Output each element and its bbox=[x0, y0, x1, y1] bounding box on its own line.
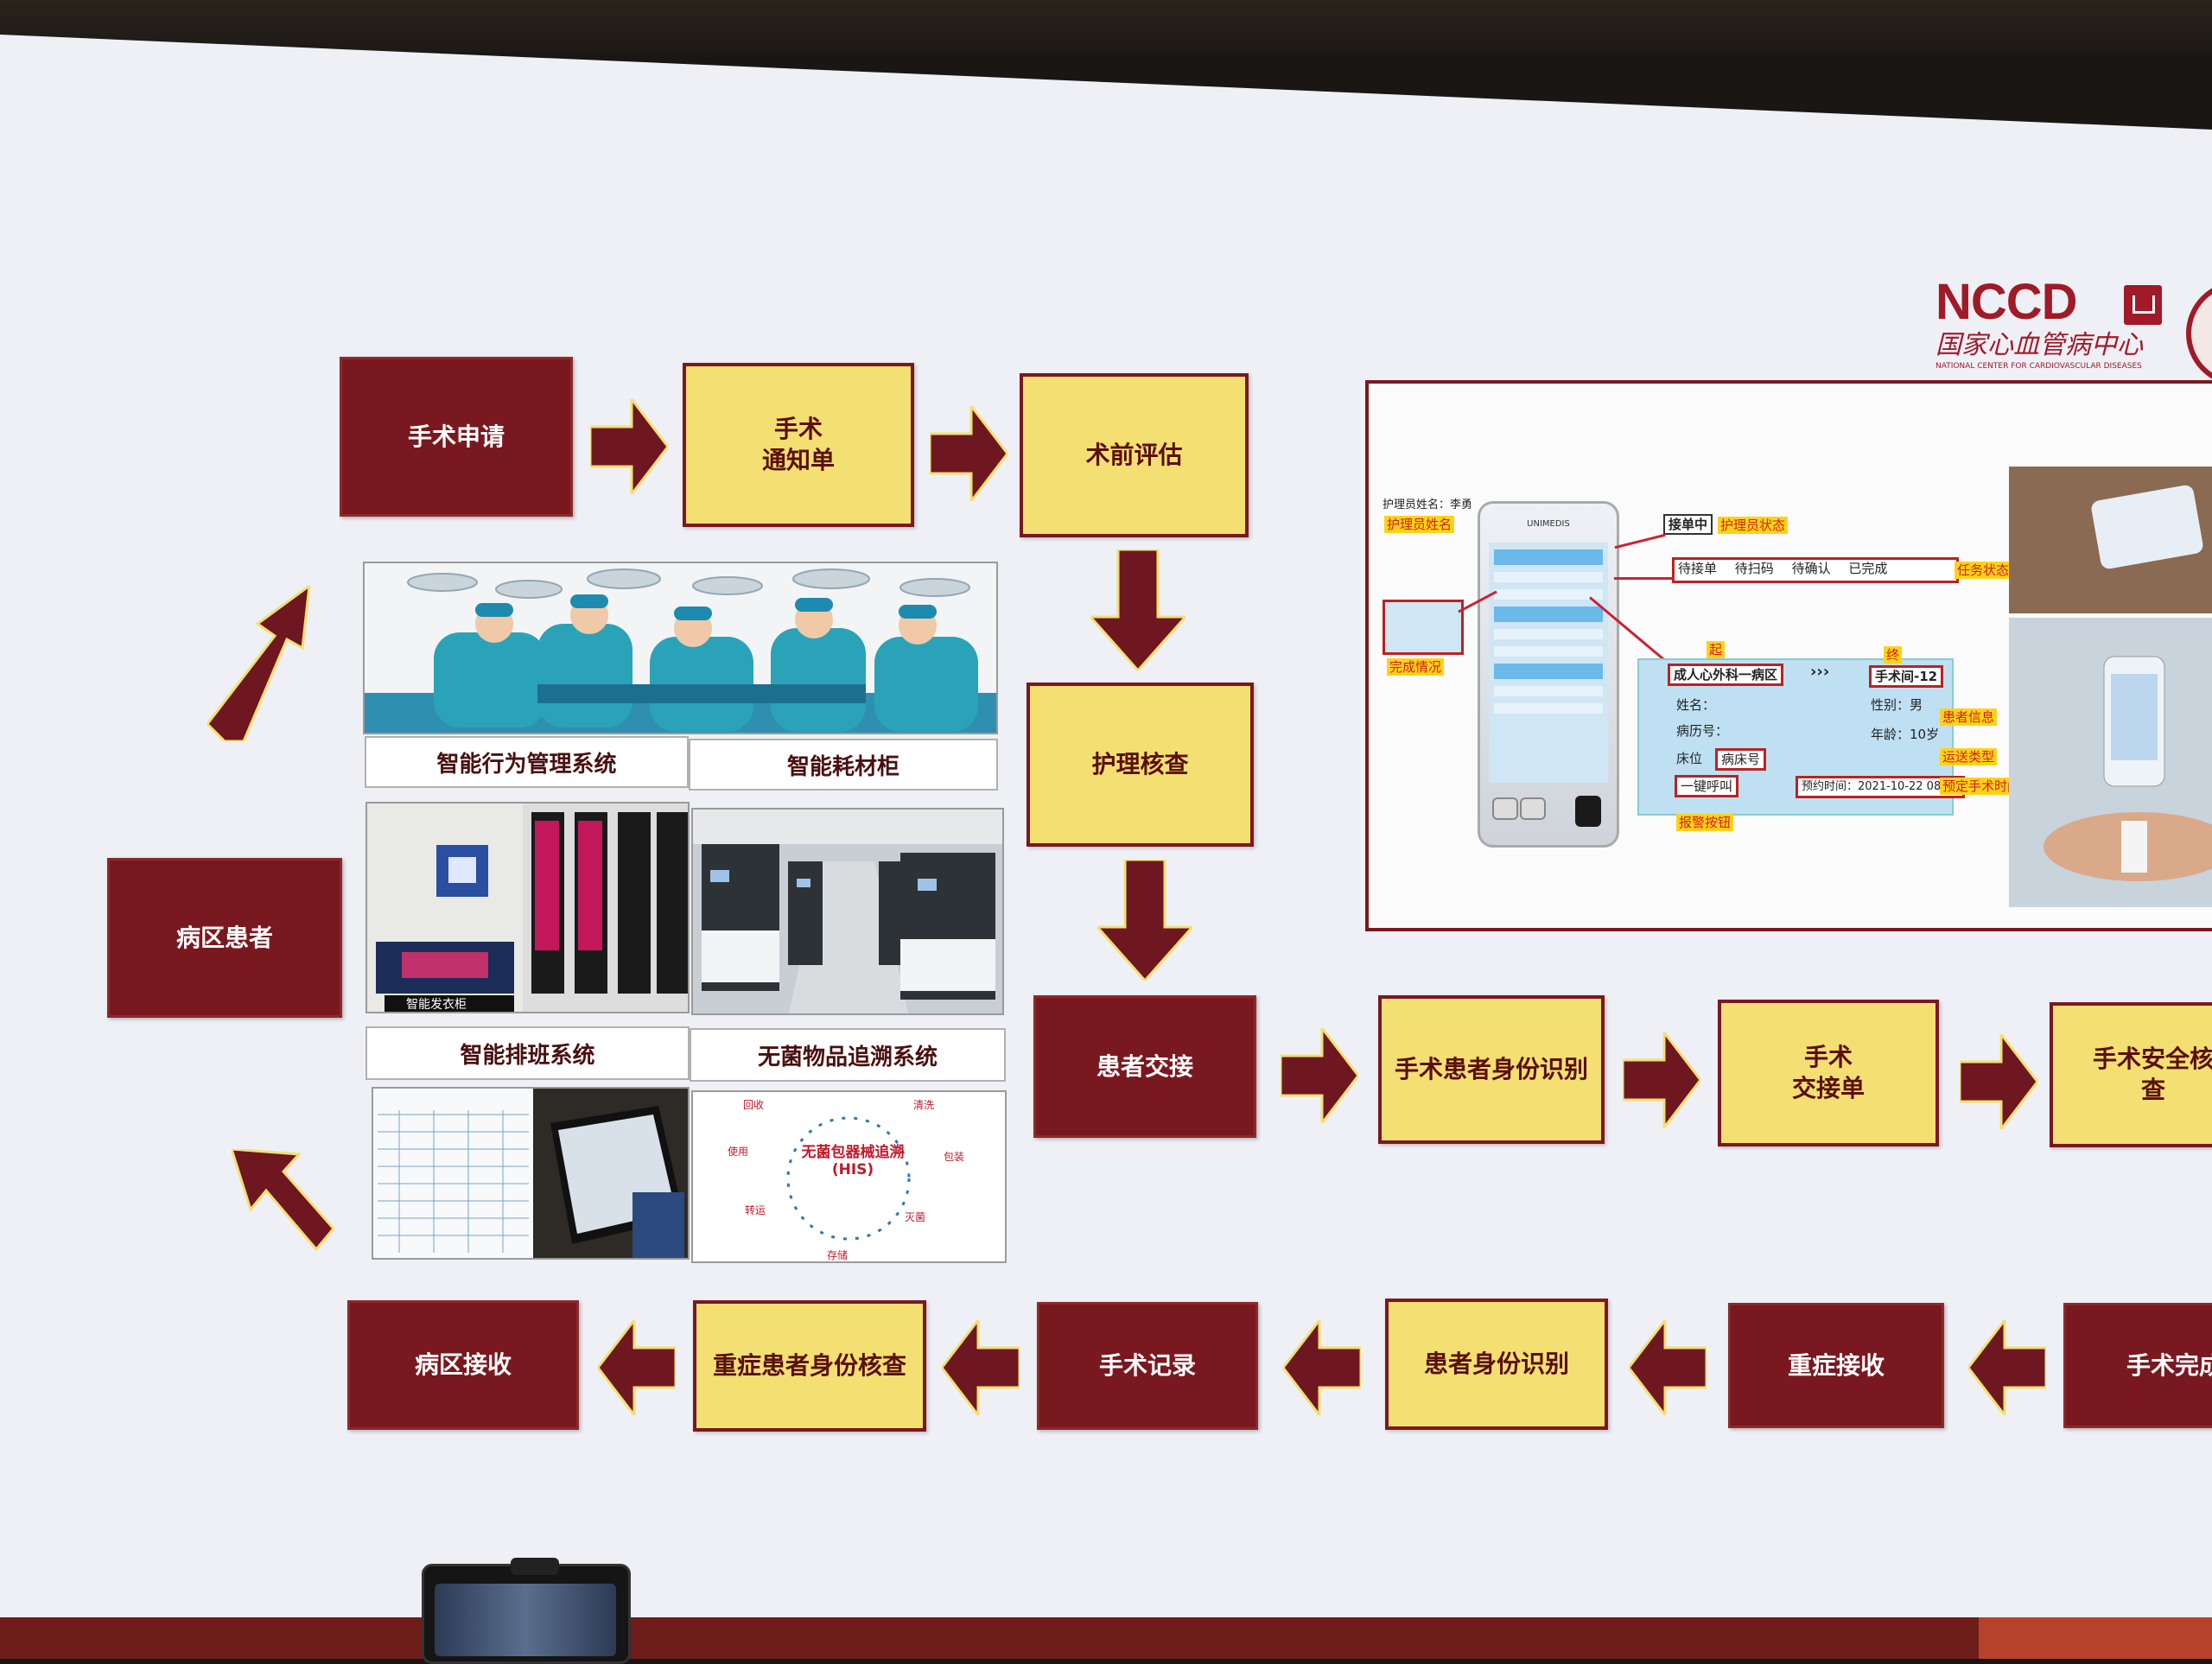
phone-key bbox=[1492, 797, 1518, 820]
step-safety-check: 手术安全核查 bbox=[2050, 1002, 2212, 1147]
arrow-right-icon bbox=[930, 406, 1007, 501]
arrow-left-icon bbox=[942, 1320, 1020, 1415]
caption-consumable-cabinet: 智能耗材柜 bbox=[689, 739, 998, 791]
card-time: 预约时间：2021-10-22 08:00 bbox=[1796, 776, 1966, 798]
arrow-right-icon bbox=[590, 399, 668, 494]
arrow-down-icon bbox=[1090, 549, 1185, 670]
arrow-down-icon bbox=[1097, 860, 1192, 981]
arrow-up-right-icon bbox=[207, 586, 320, 741]
chevron-icons: ››› bbox=[1810, 663, 1830, 681]
schedule-photo bbox=[372, 1087, 690, 1260]
arrow-right-icon bbox=[1281, 1028, 1358, 1123]
nccd-logo: NCCD 国家心血管病中心 NATIONAL CENTER FOR CARDIO… bbox=[1936, 274, 2162, 387]
audience-phone bbox=[422, 1558, 631, 1664]
hl-transport: 运送类型 bbox=[1940, 748, 1998, 765]
step-surgery-application: 手术申请 bbox=[340, 357, 573, 517]
step-surgery-notice: 手术 通知单 bbox=[683, 363, 914, 527]
step-icu-patient-id-check: 重症患者身份核查 bbox=[693, 1300, 926, 1432]
step-surgery-record: 手术记录 bbox=[1037, 1302, 1258, 1430]
cycle-node: 存储 bbox=[827, 1249, 849, 1261]
phone-key bbox=[1520, 797, 1546, 820]
arrow-left-icon bbox=[1283, 1320, 1361, 1415]
arrow-left-icon bbox=[1968, 1320, 2046, 1415]
cycle-center: 无菌包器械追溯 (HIS) bbox=[801, 1144, 905, 1178]
arrow-left-icon bbox=[598, 1320, 676, 1415]
cycle-node: 包装 bbox=[944, 1151, 965, 1163]
sterile-cycle-diagram: 无菌包器械追溯 (HIS) 回收 清洗 包装 灭菌 存储 转运 使用 bbox=[691, 1090, 1007, 1263]
step-ward-patient: 病区患者 bbox=[107, 858, 342, 1018]
card-bed-val: 病床号 bbox=[1715, 748, 1767, 771]
caption-sterile-system: 无菌物品追溯系统 bbox=[690, 1028, 1006, 1082]
logo-abbr: NCCD bbox=[1936, 274, 2078, 330]
connector-line bbox=[1614, 577, 1675, 580]
smart-closet-photo: 智能发衣柜 bbox=[365, 802, 690, 1013]
surgery-illustration bbox=[363, 562, 998, 734]
hl-end: 终 bbox=[1884, 646, 1903, 664]
status-tag: 接单中 bbox=[1663, 514, 1713, 535]
step-surgery-complete: 手术完成 bbox=[2063, 1303, 2212, 1428]
hl-complete: 完成情况 bbox=[1387, 658, 1445, 676]
cycle-node: 清洗 bbox=[913, 1099, 935, 1111]
logo-cn: 国家心血管病中心 bbox=[1936, 330, 2143, 360]
step-nursing-check: 护理核查 bbox=[1027, 683, 1254, 847]
hl-task-status: 任务状态 bbox=[1955, 562, 2012, 579]
stage-ceiling bbox=[0, 0, 2212, 52]
card-name: 姓名： bbox=[1676, 697, 1716, 713]
step-ward-receive: 病区接收 bbox=[347, 1300, 579, 1430]
step-patient-id-2: 患者身份识别 bbox=[1385, 1299, 1608, 1430]
step-handover-sheet: 手术 交接单 bbox=[1718, 1000, 1939, 1146]
alarm-button[interactable]: 一键呼叫 bbox=[1675, 775, 1739, 797]
legend-item: 已完成 bbox=[1848, 561, 1888, 576]
cycle-node: 使用 bbox=[728, 1146, 749, 1158]
hl-alarm: 报警按钮 bbox=[1676, 814, 1734, 831]
caption-schedule-system: 智能排班系统 bbox=[365, 1026, 690, 1080]
hl-start: 起 bbox=[1707, 641, 1726, 658]
legend-item: 待接单 bbox=[1678, 561, 1718, 576]
arrow-up-left-icon bbox=[232, 1149, 335, 1253]
step-icu-receive: 重症接收 bbox=[1728, 1303, 1944, 1428]
cycle-node: 转运 bbox=[745, 1204, 766, 1216]
closet-label: 智能发衣柜 bbox=[406, 998, 467, 1012]
card-age: 年龄：10岁 bbox=[1871, 727, 1940, 742]
step-patient-handover: 患者交接 bbox=[1033, 995, 1256, 1138]
hl-surgery-time: 预定手术时间 bbox=[1940, 778, 2024, 795]
step-preop-assessment: 术前评估 bbox=[1020, 373, 1249, 537]
card-id: 病历号： bbox=[1676, 723, 1729, 739]
hl-patient: 患者信息 bbox=[1940, 708, 1998, 726]
hl-nurse: 护理员姓名 bbox=[1384, 516, 1455, 533]
hl-status: 护理员状态 bbox=[1718, 517, 1789, 534]
card-gender: 性别：男 bbox=[1871, 697, 1923, 713]
arrow-left-icon bbox=[1629, 1320, 1707, 1415]
stage-floor bbox=[0, 1617, 2212, 1659]
arrow-right-icon bbox=[1623, 1032, 1700, 1127]
card-ward: 成人心外科一病区 bbox=[1668, 664, 1784, 686]
cycle-node: 回收 bbox=[743, 1099, 765, 1111]
step-patient-id: 手术患者身份识别 bbox=[1378, 995, 1605, 1144]
logo-en: NATIONAL CENTER FOR CARDIOVASCULAR DISEA… bbox=[1936, 362, 2142, 371]
complete-widget bbox=[1382, 600, 1464, 655]
legend-item: 待确认 bbox=[1791, 561, 1831, 576]
card-bed: 床位 bbox=[1676, 751, 1703, 766]
phone-brand: UNIMEDIS bbox=[1527, 519, 1570, 529]
card-room: 手术间-12 bbox=[1869, 665, 1944, 688]
logo-mark-icon bbox=[2124, 285, 2162, 325]
legend-item: 待扫码 bbox=[1734, 561, 1774, 576]
mobile-device: UNIMEDIS bbox=[1478, 501, 1619, 848]
device-usage-photo bbox=[2009, 467, 2212, 907]
phone-screen bbox=[1489, 543, 1608, 783]
arrow-right-icon bbox=[1960, 1034, 2037, 1129]
nurse-name: 护理员姓名：李勇 bbox=[1382, 499, 1473, 511]
caption-behavior-system: 智能行为管理系统 bbox=[365, 736, 689, 788]
cycle-node: 灭菌 bbox=[905, 1211, 926, 1223]
consumable-cabinet-photo bbox=[691, 808, 1004, 1015]
scan-button-icon bbox=[1575, 796, 1601, 827]
status-legend: 待接单 待扫码 待确认 已完成 bbox=[1672, 557, 1959, 583]
